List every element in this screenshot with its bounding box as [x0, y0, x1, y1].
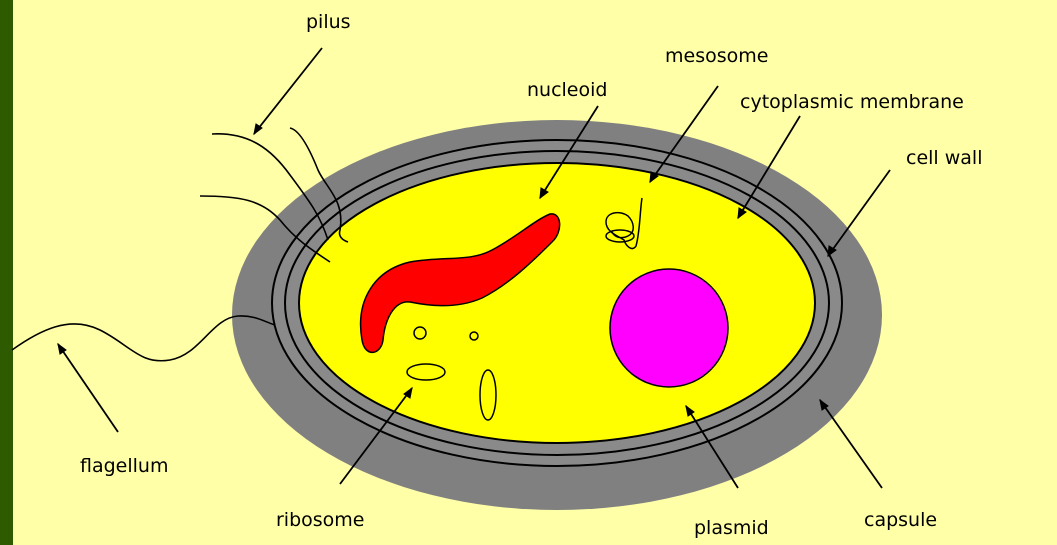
flagellum-pointer [58, 344, 118, 432]
label-flagellum: flagellum [80, 455, 168, 477]
plasmid-shape [610, 269, 728, 387]
label-ribosome: ribosome [276, 509, 365, 531]
label-plasmid: plasmid [694, 517, 769, 539]
label-pilus: pilus [306, 11, 351, 33]
label-mesosome: mesosome [665, 45, 768, 67]
label-capsule: capsule [864, 509, 937, 531]
label-cell-wall: cell wall [906, 147, 982, 169]
label-nucleoid: nucleoid [527, 79, 607, 101]
capsule-pointer [820, 400, 882, 488]
pilus-pointer [254, 48, 322, 134]
label-cytoplasmic-membrane: cytoplasmic membrane [740, 91, 964, 113]
